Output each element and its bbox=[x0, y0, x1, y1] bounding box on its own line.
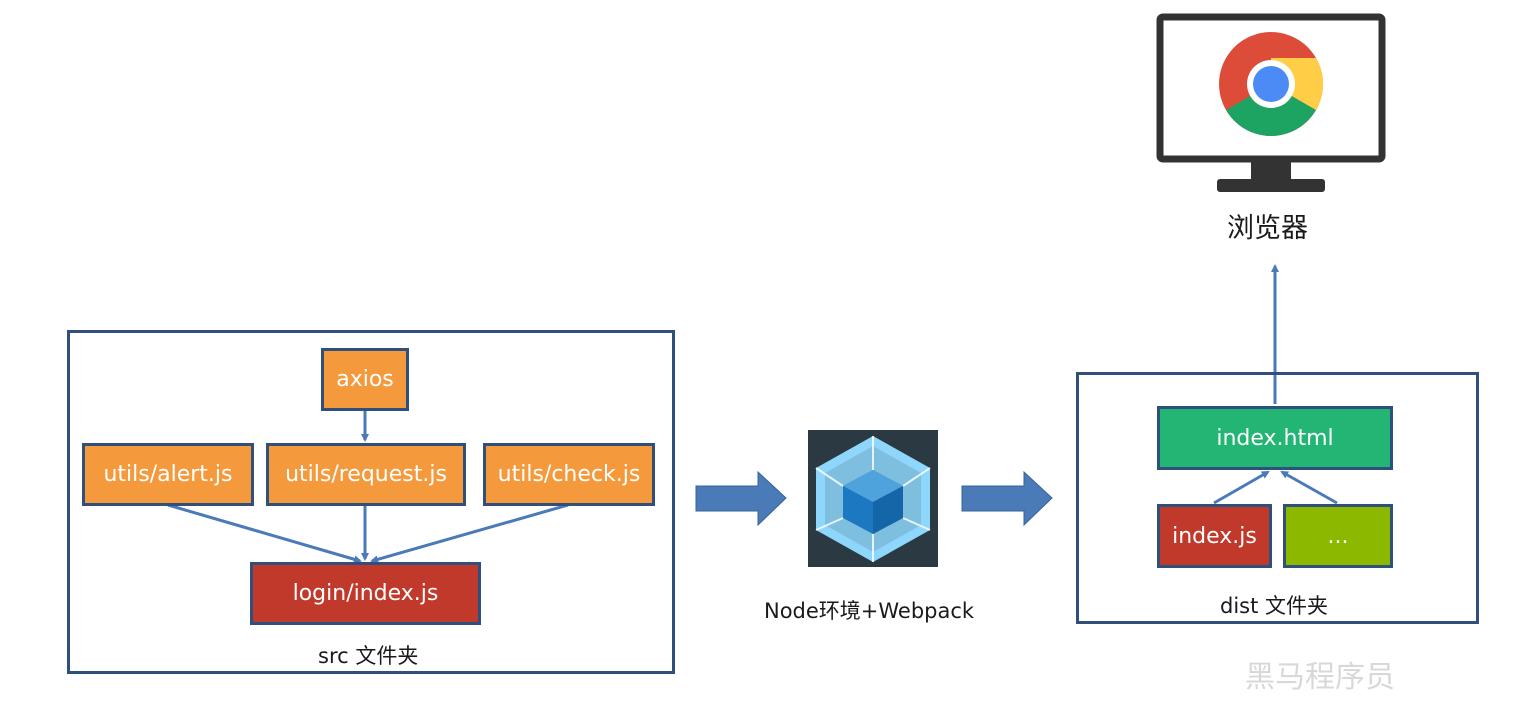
arrow-more-to-html bbox=[1280, 470, 1338, 505]
src-folder-caption: src 文件夹 bbox=[318, 644, 419, 668]
node-utils-request-label: utils/request.js bbox=[285, 462, 447, 487]
node-index-html-label: index.html bbox=[1216, 425, 1334, 451]
node-utils-request: utils/request.js bbox=[266, 443, 466, 506]
dist-folder-caption: dist 文件夹 bbox=[1220, 594, 1329, 618]
node-login-index: login/index.js bbox=[250, 562, 481, 625]
node-utils-alert: utils/alert.js bbox=[82, 443, 254, 506]
src-folder-frame bbox=[67, 330, 675, 674]
browser-caption: 浏览器 bbox=[1227, 213, 1308, 244]
arrow-check-to-login bbox=[370, 503, 569, 564]
chrome-monitor-icon bbox=[1156, 13, 1386, 196]
chrome-logo-icon bbox=[1219, 32, 1323, 136]
node-axios-label: axios bbox=[336, 367, 394, 392]
node-utils-alert-label: utils/alert.js bbox=[103, 462, 233, 487]
node-index-js: index.js bbox=[1157, 504, 1272, 568]
arrow-js-to-html bbox=[1213, 470, 1270, 505]
node-utils-check: utils/check.js bbox=[483, 443, 655, 506]
node-login-index-label: login/index.js bbox=[292, 581, 439, 606]
watermark-text: 黑马程序员 bbox=[1245, 660, 1395, 695]
node-more-label: ... bbox=[1327, 523, 1349, 549]
webpack-logo-icon bbox=[808, 430, 938, 567]
block-arrow-webpack-to-dist bbox=[961, 470, 1053, 527]
node-more: ... bbox=[1283, 504, 1393, 568]
node-axios: axios bbox=[321, 348, 409, 411]
block-arrow-src-to-webpack bbox=[695, 470, 787, 527]
node-utils-check-label: utils/check.js bbox=[497, 462, 641, 487]
node-index-html: index.html bbox=[1157, 406, 1393, 470]
arrow-alert-to-login bbox=[167, 503, 362, 564]
webpack-caption: Node环境+Webpack bbox=[764, 599, 975, 623]
dist-folder-frame bbox=[1076, 372, 1479, 624]
node-index-js-label: index.js bbox=[1172, 523, 1257, 549]
